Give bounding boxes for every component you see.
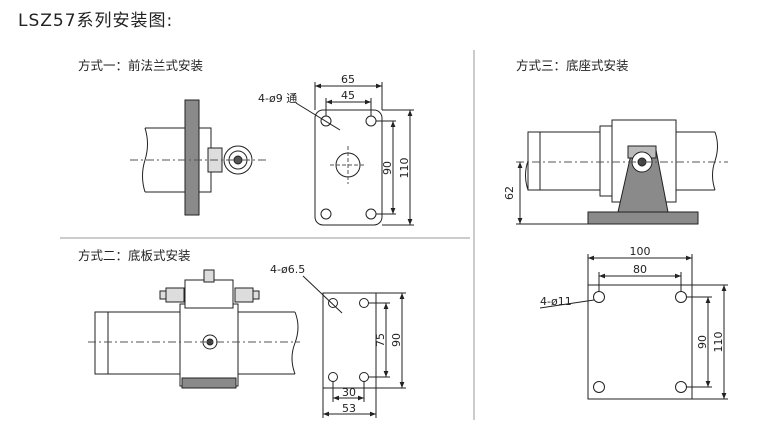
method1-dim-height-inner: 90 [381, 161, 394, 175]
method3-dim-height-outer: 110 [712, 332, 725, 353]
method3-dim-height: 62 [503, 186, 516, 200]
method1-front-view [295, 82, 414, 226]
method3-dim-width-outer: 100 [630, 245, 651, 258]
method3-dim-width-inner: 80 [633, 263, 647, 276]
method1-dim-width-outer: 65 [341, 73, 355, 86]
method1-dim-height-outer: 110 [398, 158, 411, 179]
method1-dim-width-inner: 45 [341, 89, 355, 102]
method2-dim-height-inner: 75 [374, 333, 387, 347]
method3-base-view [539, 254, 728, 400]
method1-label: 方式一：前法兰式安装 [78, 58, 204, 73]
method3-dim-holes: 4-ø11 [540, 295, 572, 308]
method2-dim-width-inner: 30 [342, 386, 356, 399]
method3-label: 方式三：底座式安装 [516, 58, 629, 73]
method2-dim-width-outer: 53 [342, 402, 356, 415]
method2-base-view [302, 275, 406, 418]
method2-dim-height-outer: 90 [390, 333, 403, 347]
page-title: LSZ57系列安装图: [18, 11, 174, 31]
method3-side-view [516, 119, 728, 225]
method1-dim-holes: 4-ø9 通 [258, 92, 297, 105]
method2-dim-holes: 4-ø6.5 [270, 263, 305, 276]
method2-label: 方式二：底板式安装 [78, 248, 191, 263]
method2-side-view [88, 269, 300, 389]
method3-dim-height-inner: 90 [696, 335, 709, 349]
method1-side-view [130, 99, 268, 216]
